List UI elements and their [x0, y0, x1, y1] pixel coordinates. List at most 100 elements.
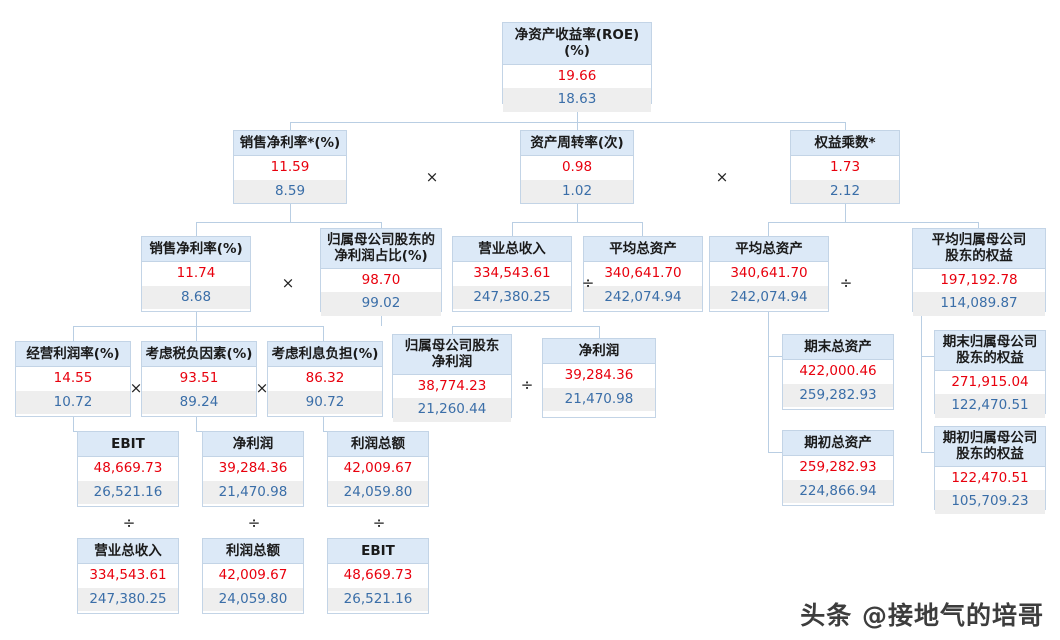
connector-row3-revenue [512, 222, 513, 236]
connector-row3-avgassets [642, 222, 643, 236]
node-avg-parent-equity[interactable]: 平均归属母公司 股东的权益 197,192.78 114,089.87 [912, 228, 1046, 316]
node-total-revenue-2[interactable]: 营业总收入 334,543.61 247,380.25 [77, 538, 179, 614]
node-asset-turnover[interactable]: 资产周转率(次) 0.98 1.02 [520, 130, 634, 204]
node-total-profit-title: 利润总额 [328, 432, 428, 458]
node-net-margin-current: 11.74 [142, 262, 250, 286]
node-avg-total-assets-2-current: 340,641.70 [710, 262, 828, 286]
node-begin-parent-equity-line2: 股东的权益 [956, 446, 1024, 463]
node-net-profit-2-title: 净利润 [203, 432, 303, 458]
node-begin-total-assets-title: 期初总资产 [783, 431, 893, 457]
node-equity-multiplier-title: 权益乘数* [791, 131, 899, 157]
node-end-parent-equity-prior: 122,470.51 [935, 394, 1045, 418]
node-end-parent-equity[interactable]: 期末归属母公司 股东的权益 271,915.04 122,470.51 [934, 330, 1046, 418]
node-ebit[interactable]: EBIT 48,669.73 26,521.16 [77, 431, 179, 507]
operator-divide-ebit: ÷ [122, 514, 136, 532]
connector-avgassets2-spine [768, 312, 769, 452]
operator-divide-totalprofit: ÷ [372, 514, 386, 532]
node-net-margin-star[interactable]: 销售净利率*(%) 11.59 8.59 [233, 130, 347, 204]
node-total-profit[interactable]: 利润总额 42,009.67 24,059.80 [327, 431, 429, 507]
node-avg-total-assets-2-prior: 242,074.94 [710, 285, 828, 310]
node-roe-prior: 18.63 [503, 88, 651, 112]
node-total-revenue-prior: 247,380.25 [453, 285, 571, 310]
node-avg-total-assets-2-title: 平均总资产 [710, 237, 828, 263]
connector-row3-avgassets2 [768, 222, 769, 236]
node-begin-parent-equity-current: 122,470.51 [935, 466, 1045, 491]
node-operating-margin[interactable]: 经营利润率(%) 14.55 10.72 [15, 341, 131, 417]
node-parent-profit-share-current: 98.70 [321, 268, 441, 293]
node-end-total-assets[interactable]: 期末总资产 422,000.46 259,282.93 [782, 334, 894, 410]
connector-row3-right-bus [768, 222, 978, 223]
node-begin-total-assets-current: 259,282.93 [783, 456, 893, 480]
node-tax-factor-prior: 89.24 [142, 390, 256, 415]
node-interest-factor[interactable]: 考虑利息负担(%) 86.32 90.72 [267, 341, 383, 417]
node-ebit-2[interactable]: EBIT 48,669.73 26,521.16 [327, 538, 429, 614]
connector-taxfactor-down [196, 417, 197, 431]
node-total-profit-2[interactable]: 利润总额 42,009.67 24,059.80 [202, 538, 304, 614]
node-parent-net-profit[interactable]: 归属母公司股东 净利润 38,774.23 21,260.44 [392, 334, 512, 422]
node-avg-total-assets-title: 平均总资产 [584, 237, 702, 263]
connector-beginassets-stub [768, 452, 782, 453]
node-avg-parent-equity-line1: 平均归属母公司 [931, 232, 1027, 248]
connector-endassets-stub [768, 356, 782, 357]
node-roe-current: 19.66 [503, 64, 651, 89]
node-asset-turnover-title: 资产周转率(次) [521, 131, 633, 157]
node-net-profit-current: 39,284.36 [543, 364, 655, 388]
connector-row3-left-bus [196, 222, 381, 223]
operator-divide-row3-right: ÷ [839, 274, 853, 292]
node-ebit-2-prior: 26,521.16 [328, 587, 428, 612]
node-end-total-assets-prior: 259,282.93 [783, 383, 893, 408]
node-avg-total-assets-prior: 242,074.94 [584, 285, 702, 310]
node-end-parent-equity-current: 271,915.04 [935, 370, 1045, 395]
connector-roe-down [577, 104, 578, 122]
node-interest-factor-title: 考虑利息负担(%) [268, 342, 382, 368]
operator-divide-row3-mid: ÷ [581, 274, 595, 292]
operator-divide-netprofit2: ÷ [247, 514, 261, 532]
node-tax-factor[interactable]: 考虑税负因素(%) 93.51 89.24 [141, 341, 257, 417]
node-avg-total-assets-current: 340,641.70 [584, 262, 702, 286]
node-total-profit-2-prior: 24,059.80 [203, 587, 303, 612]
node-net-profit-2-current: 39,284.36 [203, 457, 303, 481]
node-begin-parent-equity-title: 期初归属母公司 股东的权益 [935, 427, 1045, 467]
node-parent-profit-share-prior: 99.02 [321, 292, 441, 316]
node-operating-margin-prior: 10.72 [16, 390, 130, 415]
node-asset-turnover-current: 0.98 [521, 156, 633, 180]
node-net-margin-title: 销售净利率(%) [142, 237, 250, 263]
node-begin-parent-equity[interactable]: 期初归属母公司 股东的权益 122,470.51 105,709.23 [934, 426, 1046, 514]
node-ebit-2-title: EBIT [328, 539, 428, 565]
node-avg-parent-equity-line2: 股东的权益 [945, 248, 1013, 265]
node-avg-total-assets[interactable]: 平均总资产 340,641.70 242,074.94 [583, 236, 703, 312]
node-ebit-current: 48,669.73 [78, 457, 178, 481]
node-equity-multiplier[interactable]: 权益乘数* 1.73 2.12 [790, 130, 900, 204]
node-total-revenue-2-current: 334,543.61 [78, 564, 178, 588]
node-interest-factor-current: 86.32 [268, 367, 382, 391]
node-equity-multiplier-prior: 2.12 [791, 179, 899, 204]
node-parent-profit-share[interactable]: 归属母公司股东的 净利润占比(%) 98.70 99.02 [320, 228, 442, 316]
connector-row4-parentprofit [452, 326, 453, 338]
node-end-parent-equity-line1: 期末归属母公司 [942, 334, 1038, 350]
node-avg-total-assets-2[interactable]: 平均总资产 340,641.70 242,074.94 [709, 236, 829, 312]
node-total-revenue-current: 334,543.61 [453, 262, 571, 286]
watermark: 头条 @接地气的培哥 [800, 601, 1044, 630]
node-avg-parent-equity-prior: 114,089.87 [913, 292, 1045, 316]
node-net-profit-2-prior: 21,470.98 [203, 480, 303, 505]
connector-avgparenteq-spine [921, 312, 922, 452]
node-roe[interactable]: 净资产收益率(ROE)(%) 19.66 18.63 [502, 22, 652, 112]
node-net-profit-2[interactable]: 净利润 39,284.36 21,470.98 [202, 431, 304, 507]
node-parent-net-profit-line1: 归属母公司股东 [404, 338, 500, 354]
node-net-margin[interactable]: 销售净利率(%) 11.74 8.68 [141, 236, 251, 312]
connector-parentshare-down [381, 312, 382, 326]
connector-row4-profit-bus [452, 326, 599, 327]
node-begin-parent-equity-line1: 期初归属母公司 [942, 430, 1038, 446]
node-parent-net-profit-prior: 21,260.44 [393, 398, 511, 422]
connector-row3-netmargin [196, 222, 197, 236]
connector-turnover-down [577, 204, 578, 222]
node-ebit-prior: 26,521.16 [78, 480, 178, 505]
node-total-revenue[interactable]: 营业总收入 334,543.61 247,380.25 [452, 236, 572, 312]
node-total-profit-current: 42,009.67 [328, 457, 428, 481]
connector-equitymult-down [845, 204, 846, 222]
node-begin-total-assets[interactable]: 期初总资产 259,282.93 224,866.94 [782, 430, 894, 506]
node-total-profit-prior: 24,059.80 [328, 480, 428, 505]
node-total-profit-2-title: 利润总额 [203, 539, 303, 565]
node-net-profit[interactable]: 净利润 39,284.36 21,470.98 [542, 338, 656, 418]
